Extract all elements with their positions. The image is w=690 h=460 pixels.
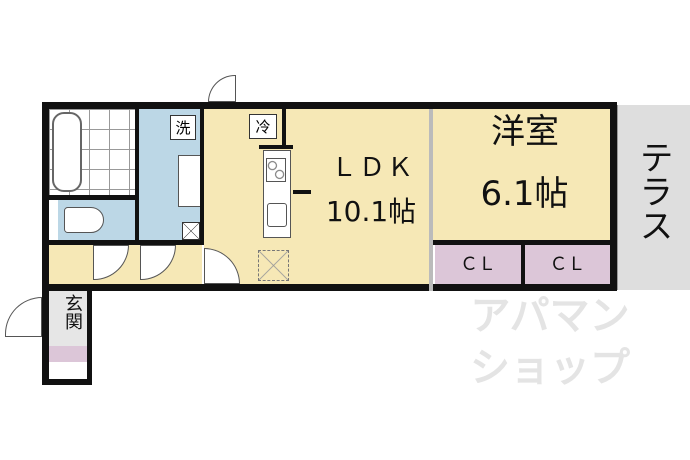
terrace	[617, 105, 690, 290]
western-room	[433, 109, 610, 241]
western-room-size: 6.1帖	[480, 174, 569, 214]
entrance-door[interactable]	[5, 297, 42, 337]
toilet-icon	[64, 207, 104, 233]
western-room-name: 洋室	[491, 112, 559, 152]
wall	[42, 284, 617, 291]
wall	[282, 109, 286, 149]
wall	[293, 190, 311, 194]
closet-1	[435, 245, 521, 284]
watermark-logo: アパマンショップ	[470, 293, 630, 391]
entrance	[49, 291, 87, 346]
closet-2	[525, 245, 610, 284]
sliding-door	[429, 109, 433, 291]
wall	[200, 102, 204, 245]
washer-label: 洗	[170, 115, 196, 140]
balcony-door[interactable]	[208, 75, 236, 102]
wall	[259, 145, 293, 149]
entrance-label: 玄関	[62, 294, 83, 330]
stove-icon	[266, 158, 286, 182]
kitchen-sink-icon	[267, 203, 287, 227]
ldk	[204, 109, 430, 284]
ldk-name: ＬＤＫ	[330, 153, 415, 183]
wall	[433, 240, 610, 245]
wall	[521, 245, 525, 285]
sink-icon	[178, 155, 202, 207]
wall	[42, 102, 49, 385]
shoe-storage	[49, 346, 87, 362]
closet-2-label: ＣＬ	[549, 254, 586, 275]
wall	[42, 102, 617, 109]
bathtub-icon	[52, 112, 82, 192]
fridge-label: 冷	[249, 114, 277, 139]
wall	[610, 102, 617, 291]
wall	[87, 291, 92, 385]
terrace-label: テラス	[633, 140, 673, 242]
storage-x-icon	[182, 222, 200, 240]
wall	[49, 240, 202, 245]
closet-1-label: ＣＬ	[460, 254, 496, 275]
wall	[42, 379, 92, 385]
ceiling-storage-icon	[258, 250, 289, 281]
ldk-size: 10.1帖	[325, 195, 417, 228]
wall	[49, 195, 135, 200]
wall	[135, 102, 139, 247]
